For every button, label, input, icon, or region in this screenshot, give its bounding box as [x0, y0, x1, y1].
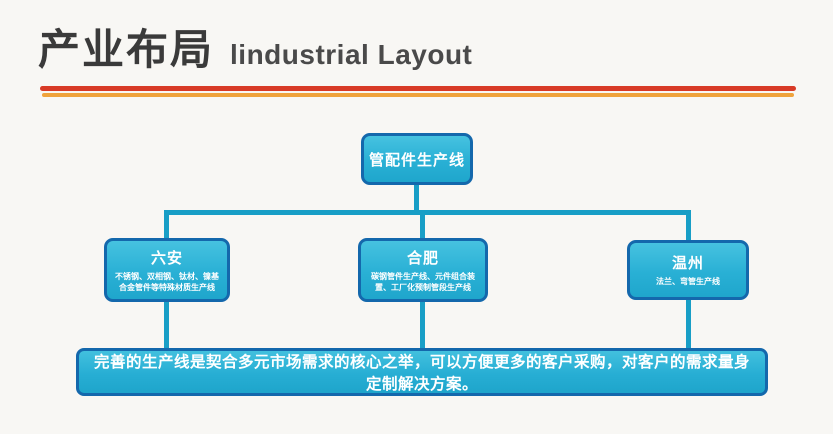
- connector-horizontal-bar: [164, 210, 691, 215]
- node-hefei-description: 碳钢管件生产线、元件组合装置、工厂化预制管段生产线: [371, 271, 475, 292]
- diagram-node-hefei: 合肥 碳钢管件生产线、元件组合装置、工厂化预制管段生产线: [358, 238, 488, 302]
- connector-drop-hefei: [420, 212, 425, 240]
- diagram-node-luan: 六安 不锈钢、双相钢、钛材、镍基合金管件等特殊材质生产线: [104, 238, 230, 302]
- node-wenzhou-label: 温州: [671, 255, 704, 273]
- connector-root-stem: [414, 185, 419, 213]
- connector-drop-luan: [164, 212, 169, 240]
- page-header: 产业布局 lindustrial Layout: [38, 16, 472, 77]
- node-root-label: 管配件生产线: [368, 151, 465, 169]
- diagram-node-root: 管配件生产线: [361, 133, 473, 185]
- header-rule-red: [40, 86, 796, 91]
- node-luan-description: 不锈钢、双相钢、钛材、镍基合金管件等特殊材质生产线: [115, 271, 219, 292]
- connector-drop-wenzhou: [686, 212, 691, 242]
- diagram-footer-summary: 完善的生产线是契合多元市场需求的核心之举，可以方便更多的客户采购，对客户的需求量…: [76, 348, 768, 396]
- header-rule-orange: [42, 93, 794, 97]
- connector-footer-wenzhou: [686, 298, 691, 350]
- connector-footer-hefei: [420, 300, 425, 350]
- page-title-chinese: 产业布局: [38, 26, 215, 73]
- node-luan-label: 六安: [150, 249, 183, 267]
- node-hefei-label: 合肥: [406, 249, 439, 267]
- node-wenzhou-description: 法兰、弯管生产线: [656, 277, 720, 287]
- connector-footer-luan: [164, 300, 169, 350]
- diagram-node-wenzhou: 温州 法兰、弯管生产线: [627, 240, 749, 300]
- page-title-english: lindustrial Layout: [230, 39, 473, 70]
